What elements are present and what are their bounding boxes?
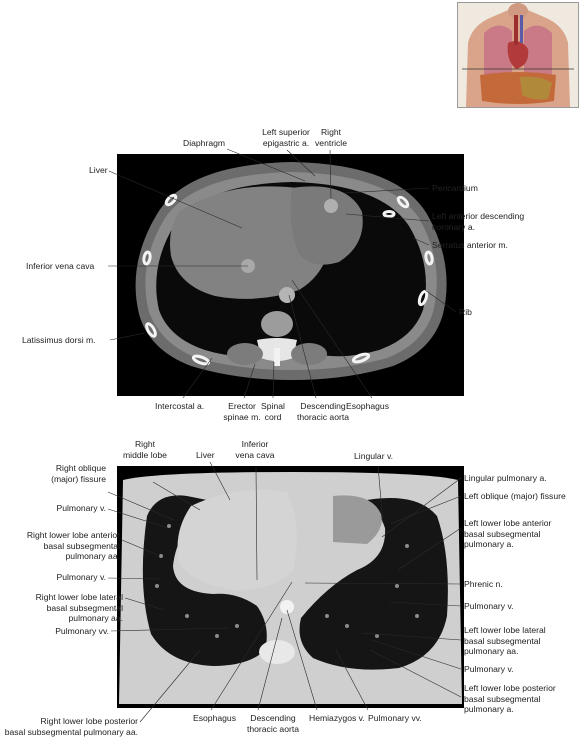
label-right-lower-lobe-posterior-basal: Right lower lobe posterior basal subsegm… [4, 716, 138, 737]
label-right-oblique-fissure: Right oblique (major) fissure [51, 463, 106, 484]
label-pulmonary-vein-right-1: Pulmonary v. [56, 503, 106, 513]
label-hemiazygos-vein: Hemiazygos v. [309, 713, 365, 723]
ct-image-lung-window [117, 466, 464, 708]
label-inferior-vena-cava: Inferior vena cava [26, 261, 95, 271]
torso-illustration [458, 3, 578, 107]
label-erector-spinae-muscle: Erector spinae m. [223, 401, 261, 422]
label-left-superior-epigastric-artery: Left superior epigastric a. [262, 127, 310, 148]
label-lingular-pulmonary-artery: Lingular pulmonary a. [464, 473, 547, 483]
label-pulmonary-veins-right: Pulmonary vv. [55, 626, 109, 636]
label-pulmonary-vein-left-2: Pulmonary v. [464, 664, 514, 674]
label-left-anterior-descending-coronary-artery: Left anterior descending coronary a. [432, 211, 525, 232]
label-latissimus-dorsi-muscle: Latissimus dorsi m. [22, 335, 96, 345]
label-esophagus-lung-window: Esophagus [193, 713, 237, 723]
ct-image-soft-tissue-window [117, 154, 464, 396]
label-liver: Liver [89, 165, 108, 175]
label-liver-lung-window: Liver [196, 450, 215, 460]
label-diaphragm: Diaphragm [183, 138, 226, 148]
label-right-lower-lobe-anterior-basal: Right lower lobe anterior basal subsegme… [26, 530, 120, 561]
label-inferior-vena-cava-lung-window: Inferior vena cava [235, 439, 275, 460]
label-descending-thoracic-aorta-lung-window: Descending thoracic aorta [246, 713, 300, 734]
label-phrenic-nerve: Phrenic n. [464, 579, 503, 589]
axial-ct-lung-window [117, 466, 464, 708]
label-right-lower-lobe-lateral-basal: Right lower lobe lateral basal subsegmen… [35, 592, 123, 623]
label-right-ventricle: Right ventricle [315, 127, 347, 148]
label-left-oblique-fissure: Left oblique (major) fissure [464, 491, 566, 501]
label-pulmonary-vein-left-1: Pulmonary v. [464, 601, 514, 611]
label-serratus-anterior-muscle: Serratus anterior m. [432, 240, 508, 250]
label-left-lower-lobe-anterior-basal: Left lower lobe anterior basal subsegmen… [464, 518, 552, 549]
label-rib: Rib [459, 307, 472, 317]
label-left-lower-lobe-posterior-basal: Left lower lobe posterior basal subsegme… [464, 683, 556, 714]
label-left-lower-lobe-lateral-basal: Left lower lobe lateral basal subsegment… [464, 625, 546, 656]
label-lingular-vein: Lingular v. [354, 451, 394, 461]
label-esophagus: Esophagus [346, 401, 390, 411]
label-right-middle-lobe: Right middle lobe [123, 439, 167, 460]
label-pericardium: Pericardium [432, 183, 478, 193]
label-pulmonary-veins-bottom: Pulmonary vv. [368, 713, 422, 723]
label-intercostal-artery: Intercostal a. [155, 401, 205, 411]
label-pulmonary-vein-right-2: Pulmonary v. [56, 572, 106, 582]
axial-ct-soft-tissue [117, 154, 464, 396]
orientation-thumbnail [457, 2, 579, 108]
label-descending-thoracic-aorta: Descending thoracic aorta [296, 401, 350, 422]
label-spinal-cord: Spinal cord [261, 401, 285, 422]
